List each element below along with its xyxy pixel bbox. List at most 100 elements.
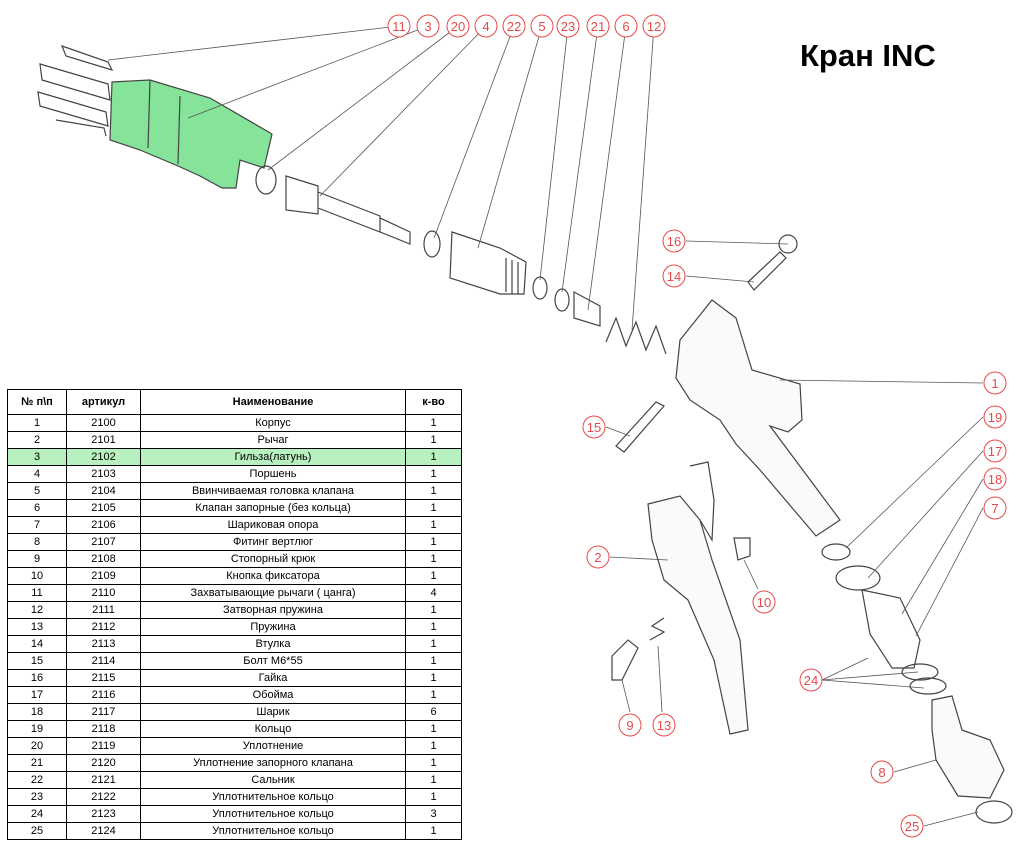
cell-number: 22 [7, 771, 67, 789]
svg-text:23: 23 [561, 19, 575, 34]
cell-article: 2121 [66, 771, 141, 789]
cell-number: 13 [7, 618, 67, 636]
cell-article: 2118 [66, 720, 141, 738]
cell-qty: 1 [405, 482, 462, 500]
svg-text:17: 17 [988, 444, 1002, 459]
cell-article: 2104 [66, 482, 141, 500]
cell-name: Уплотнительное кольцо [140, 805, 406, 823]
svg-text:24: 24 [804, 673, 818, 688]
cell-number: 16 [7, 669, 67, 687]
callout-10: 10 [752, 590, 776, 614]
svg-text:13: 13 [657, 718, 671, 733]
cell-article: 2115 [66, 669, 141, 687]
col-header-name: Наименование [140, 389, 406, 415]
cell-qty: 3 [405, 805, 462, 823]
svg-text:2: 2 [594, 550, 601, 565]
cell-qty: 1 [405, 737, 462, 755]
cell-qty: 1 [405, 771, 462, 789]
callout-18: 18 [983, 467, 1007, 491]
cell-number: 4 [7, 465, 67, 483]
cell-name: Уплотнительное кольцо [140, 822, 406, 840]
cell-name: Сальник [140, 771, 406, 789]
svg-text:4: 4 [482, 19, 489, 34]
cell-name: Пружина [140, 618, 406, 636]
cell-qty: 1 [405, 448, 462, 466]
cell-qty: 1 [405, 516, 462, 534]
callout-13: 13 [652, 713, 676, 737]
callout-3: 3 [416, 14, 440, 38]
svg-text:25: 25 [905, 819, 919, 834]
callout-11: 11 [387, 14, 411, 38]
body-shape [675, 299, 841, 537]
cell-number: 3 [7, 448, 67, 466]
callout-1: 1 [983, 371, 1007, 395]
cell-number: 6 [7, 499, 67, 517]
cell-article: 2120 [66, 754, 141, 772]
cell-qty: 1 [405, 822, 462, 840]
swivel-fitting-shape [931, 695, 1005, 799]
svg-text:12: 12 [647, 19, 661, 34]
cell-qty: 1 [405, 499, 462, 517]
cell-number: 2 [7, 431, 67, 449]
callout-14: 14 [662, 264, 686, 288]
cell-article: 2103 [66, 465, 141, 483]
callout-5: 5 [530, 14, 554, 38]
svg-text:10: 10 [757, 595, 771, 610]
cell-number: 14 [7, 635, 67, 653]
cell-name: Кнопка фиксатора [140, 567, 406, 585]
callout-9: 9 [618, 713, 642, 737]
cell-number: 19 [7, 720, 67, 738]
col-header-number: № п\п [7, 389, 67, 415]
svg-text:21: 21 [591, 19, 605, 34]
cell-name: Кольцо [140, 720, 406, 738]
cell-name: Стопорный крюк [140, 550, 406, 568]
svg-text:19: 19 [988, 410, 1002, 425]
cell-name: Болт М6*55 [140, 652, 406, 670]
svg-text:22: 22 [507, 19, 521, 34]
callout-17: 17 [983, 439, 1007, 463]
cell-qty: 1 [405, 754, 462, 772]
svg-text:16: 16 [667, 234, 681, 249]
cell-number: 11 [7, 584, 67, 602]
callout-24: 24 [799, 668, 823, 692]
callout-25: 25 [900, 814, 924, 838]
cell-name: Обойма [140, 686, 406, 704]
cell-article: 2111 [66, 601, 141, 619]
cell-article: 2122 [66, 788, 141, 806]
cell-qty: 1 [405, 431, 462, 449]
cell-article: 2101 [66, 431, 141, 449]
cell-qty: 1 [405, 788, 462, 806]
col-header-qty: к-во [405, 389, 462, 415]
callout-16: 16 [662, 229, 686, 253]
seal-shape [255, 165, 277, 195]
cell-name: Втулка [140, 635, 406, 653]
callout-4: 4 [474, 14, 498, 38]
callout-23: 23 [556, 14, 580, 38]
svg-text:15: 15 [587, 420, 601, 435]
svg-text:18: 18 [988, 472, 1002, 487]
cell-article: 2107 [66, 533, 141, 551]
cell-name: Уплотнительное кольцо [140, 788, 406, 806]
cell-name: Гильза(латунь) [140, 448, 406, 466]
cell-qty: 1 [405, 686, 462, 704]
cell-qty: 4 [405, 584, 462, 602]
cell-number: 10 [7, 567, 67, 585]
cell-number: 24 [7, 805, 67, 823]
cell-qty: 1 [405, 533, 462, 551]
cell-name: Шарик [140, 703, 406, 721]
svg-text:8: 8 [878, 765, 885, 780]
cell-number: 15 [7, 652, 67, 670]
